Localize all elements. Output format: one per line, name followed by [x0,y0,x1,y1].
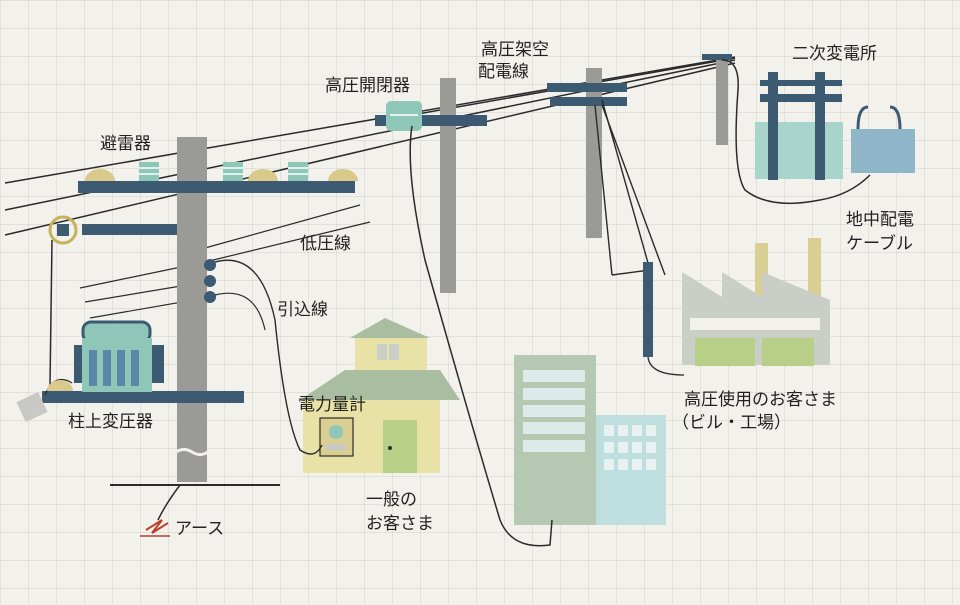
substation-pole [716,60,728,145]
high-voltage-switch-box [386,101,422,131]
crossarm-right-top [547,83,627,92]
label-underground-cable-2: ケーブル [846,234,913,254]
factory-building [682,238,830,366]
office-building [514,355,666,525]
crossarm-transformer [42,391,244,403]
utility-pole-left [177,137,207,482]
utility-pole-right [586,68,602,238]
factory-service-pole [643,262,653,357]
label-underground-cable-1: 地中配電 [846,210,914,230]
pole-transformer [16,320,164,423]
transformer-lead-wire [44,239,53,396]
label-earth: アース [175,519,225,539]
label-pole-transformer: 柱上変圧器 [68,412,153,432]
cutout-switch [48,215,78,245]
secondary-substation [755,72,915,180]
earth-symbol [145,519,169,534]
crossarm-right-bottom [550,97,627,106]
pole-break-mark [175,448,209,456]
general-customer-house [300,318,460,473]
label-low-voltage-line: 低圧線 [300,234,351,254]
label-secondary-substation: 二次変電所 [792,44,877,64]
earth-wire [157,484,181,521]
label-high-voltage-line-2: 配電線 [478,62,529,82]
service-drop-wire [214,259,323,455]
label-service-drop: 引込線 [277,300,328,320]
label-hv-customer-1: 高圧使用のお客さま [684,390,837,410]
label-general-customer-1: 一般の [366,490,417,510]
crossarm-top [78,181,355,193]
label-high-voltage-line-1: 高圧架空 [481,40,549,60]
lightning-arrester-group [85,162,358,181]
label-general-customer-2: お客さま [366,514,434,534]
crossarm-middle [82,224,177,235]
label-hv-customer-2: （ビル・工場） [672,413,791,433]
low-voltage-insulators [204,259,216,303]
building-cable [409,125,553,547]
crossarm-switch [375,115,487,126]
underground-cable [721,59,871,205]
label-high-voltage-switch: 高圧開閉器 [325,76,410,96]
label-watt-meter: 電力量計 [298,395,366,415]
label-lightning-arrester: 避雷器 [100,134,151,154]
utility-pole-middle [440,78,456,293]
